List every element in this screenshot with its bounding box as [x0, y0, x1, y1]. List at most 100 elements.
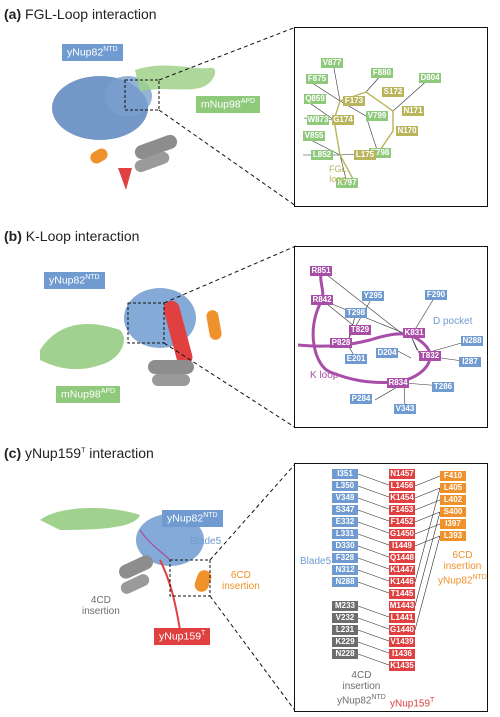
ynup82-label-a: yNup82NTD: [62, 44, 123, 61]
node-b-12: I287: [459, 357, 481, 367]
node-b-16: V343: [394, 404, 416, 414]
residue-nup159-13: G1440: [389, 625, 415, 635]
ynup82-label-b: yNup82NTD: [44, 272, 105, 289]
residue-nup159-5: G1450: [389, 529, 415, 539]
residue-6cd-0: F410: [440, 471, 466, 481]
residue-4cd-3: K229: [332, 637, 358, 647]
node-a-12: V855: [303, 131, 325, 141]
residue-nup159-10: T1445: [389, 589, 415, 599]
ynup159-sup-c: T: [201, 630, 206, 637]
mnup98-sup-b: APD: [100, 388, 116, 395]
residue-4cd-0: M233: [332, 601, 358, 611]
residue-nup159-6: I1449: [389, 541, 415, 551]
node-b-7: P828: [330, 338, 352, 348]
inset-6cd-label: 6CD insertion yNup82NTD: [438, 550, 487, 586]
ynup159-label-c: yNup159T: [154, 628, 211, 645]
panel-a-structure: [52, 26, 297, 207]
panel-b-title: (b) K-Loop interaction: [4, 228, 139, 244]
node-a-11: N170: [396, 126, 418, 136]
residue-4cd-4: N228: [332, 649, 358, 659]
node-a-9: V799: [366, 111, 388, 121]
panel-b-letter: (b): [4, 228, 22, 244]
panel-a-title: (a) FGL-Loop interaction: [4, 6, 157, 22]
panel-c-structure: [40, 462, 297, 713]
ynup82-sup-b: NTD: [85, 274, 100, 281]
4cd-label-2: insertion: [82, 606, 120, 617]
residue-4cd-1: V232: [332, 613, 358, 623]
node-b-4: T298: [345, 308, 367, 318]
residue-nup159-2: K1454: [389, 493, 415, 503]
4cd-label-1: 4CD: [90, 595, 111, 606]
residue-nup159-4: F1452: [389, 517, 415, 527]
node-a-14: L852: [311, 150, 333, 160]
node-b-2: R842: [311, 295, 333, 305]
residue-nup159-12: L1441: [389, 613, 415, 623]
node-a-2: F875: [306, 74, 328, 84]
residue-blade5-6: D330: [332, 541, 358, 551]
residue-nup159-7: Q1448: [389, 553, 415, 563]
residue-blade5-8: N312: [332, 565, 358, 575]
residue-blade5-9: N288: [332, 577, 358, 587]
node-a-5: S172: [382, 87, 404, 97]
panel-c-letter: (c): [4, 445, 22, 461]
inset-6cd-2: insertion: [443, 561, 482, 572]
node-b-6: K831: [403, 328, 425, 338]
inset-nup159-sup: T: [430, 697, 435, 704]
panel-c-title-sup: T: [81, 447, 86, 455]
residue-nup159-15: I1436: [389, 649, 415, 659]
panel-b-inset: [294, 246, 488, 428]
inset-6cd-3: yNup82: [438, 575, 473, 587]
d-pocket-label: D pocket: [433, 316, 473, 327]
residue-nup159-14: V1439: [389, 637, 415, 647]
mnup98-text-b: mNup98: [61, 388, 101, 401]
mnup98-label-a: mNup98APD: [196, 96, 261, 113]
residue-nup159-3: F1453: [389, 505, 415, 515]
residue-blade5-4: E332: [332, 517, 358, 527]
node-a-15: L175: [354, 150, 376, 160]
residue-nup159-11: M1443: [389, 601, 415, 611]
blade5-label: Blade5: [190, 536, 222, 547]
mnup98-label-b: mNup98APD: [56, 386, 121, 403]
inset-nup159-text: yNup159: [390, 698, 431, 710]
node-a-7: N171: [402, 106, 424, 116]
fgl-loop-label: FGL loop: [329, 164, 347, 184]
panel-a-title-text: FGL-Loop interaction: [25, 6, 157, 22]
node-b-14: T286: [432, 382, 454, 392]
panel-b-title-text: K-Loop interaction: [25, 228, 140, 244]
inset-4cd-sup: NTD: [371, 694, 386, 701]
node-a-0: V877: [321, 58, 343, 68]
inset-nup159-label: yNup159T: [390, 697, 434, 709]
inset-6cd-sup: NTD: [472, 574, 487, 581]
residue-blade5-0: I351: [332, 469, 358, 479]
residue-6cd-3: S400: [440, 507, 466, 517]
k-loop-label: K loop: [310, 370, 339, 381]
ynup82-text-c: yNup82: [167, 512, 204, 525]
node-a-16: K797: [336, 178, 358, 188]
inset-4cd-1: 4CD: [351, 670, 372, 681]
node-b-8: E201: [345, 354, 367, 364]
node-b-11: N288: [461, 336, 483, 346]
node-a-6: Q859: [304, 94, 326, 104]
residue-blade5-7: F328: [332, 553, 358, 563]
node-a-13: E798: [369, 148, 391, 158]
fgl-loop-label-1: FGL: [329, 164, 347, 174]
residue-blade5-3: S347: [332, 505, 358, 515]
inset-4cd-2: insertion: [342, 681, 381, 692]
node-a-8: W873: [307, 115, 329, 125]
residue-6cd-1: L405: [440, 483, 466, 493]
node-a-1: F880: [371, 68, 393, 78]
residue-6cd-4: I397: [440, 519, 466, 529]
ynup82-text-b: yNup82: [49, 274, 86, 287]
fgl-loop-label-2: loop: [329, 174, 347, 184]
inset-6cd-1: 6CD: [452, 550, 473, 561]
node-b-3: Y295: [362, 291, 384, 301]
node-b-5: T829: [349, 325, 371, 335]
residue-nup159-8: K1447: [389, 565, 415, 575]
node-a-10: G174: [332, 115, 354, 125]
residue-6cd-2: L402: [440, 495, 466, 505]
residue-nup159-0: N1457: [389, 469, 415, 479]
residue-nup159-1: L1456: [389, 481, 415, 491]
panel-c-title-a: yNup159: [25, 445, 82, 461]
